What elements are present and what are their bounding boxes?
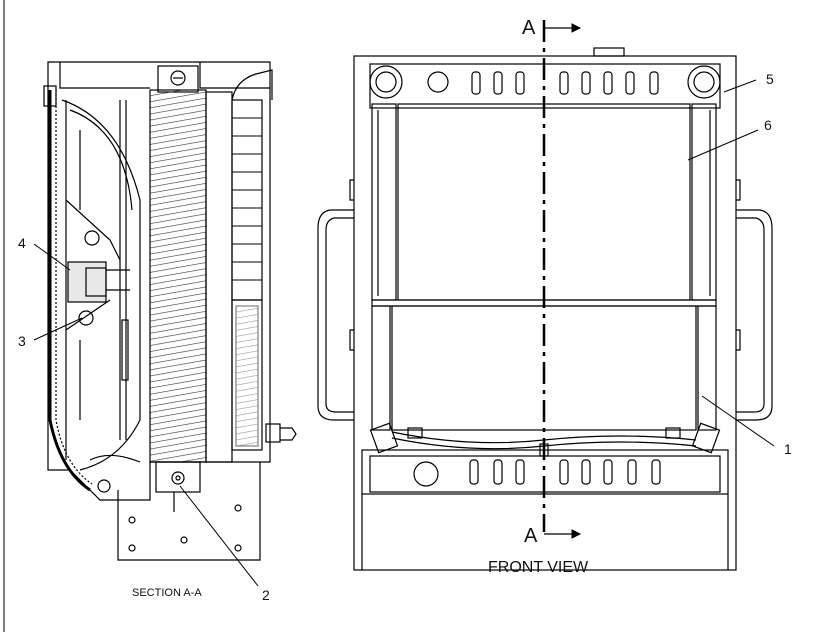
section-caption: SECTION A-A [132, 587, 202, 599]
front-view-caption: FRONT VIEW [488, 559, 589, 576]
radiator-core [149, 89, 207, 463]
section-line [542, 20, 582, 539]
callout-6: 6 [764, 117, 772, 133]
section-marker-bottom: A [524, 525, 538, 547]
callout-1: 1 [784, 441, 792, 457]
section-marker-top: A [522, 17, 536, 39]
callout-4: 4 [18, 235, 26, 251]
section-view [43, 61, 297, 561]
callout-5: 5 [766, 71, 774, 87]
callout-3: 3 [18, 333, 26, 349]
callout-2: 2 [262, 587, 270, 603]
mount-block [67, 261, 107, 303]
leader-lines [33, 79, 775, 587]
